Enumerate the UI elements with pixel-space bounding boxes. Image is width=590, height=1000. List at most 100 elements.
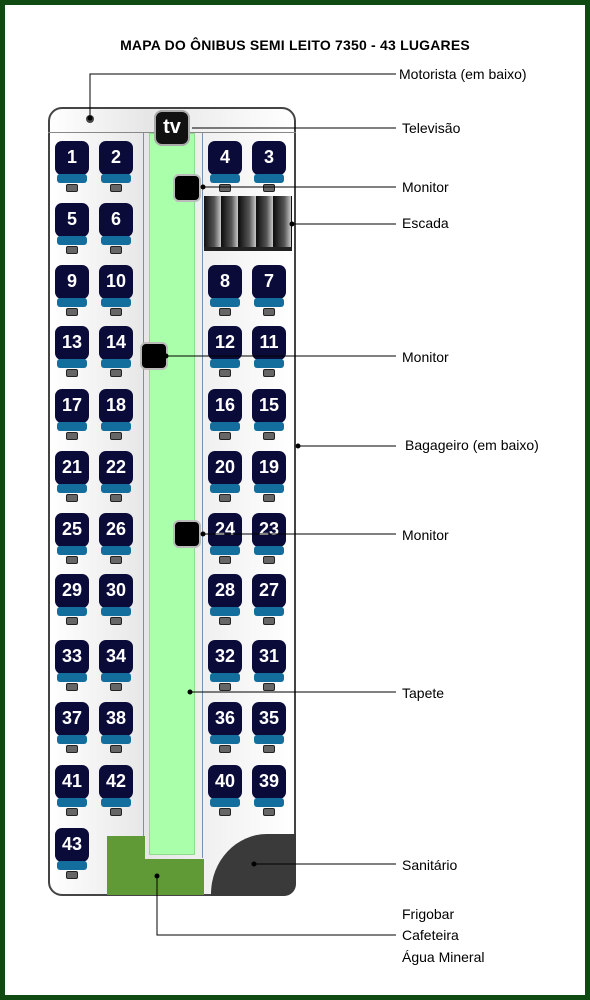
seat[interactable]: 24	[208, 513, 242, 565]
callout-dot-sanitario	[251, 861, 257, 867]
seat-footrest	[219, 556, 231, 564]
seat-cushion	[254, 174, 284, 183]
page-title: MAPA DO ÔNIBUS SEMI LEITO 7350 - 43 LUGA…	[120, 37, 470, 53]
seat[interactable]: 31	[252, 640, 286, 692]
seat-cushion	[101, 422, 131, 431]
seat[interactable]: 39	[252, 765, 286, 817]
kitchen-area	[107, 836, 204, 895]
stair-step	[239, 196, 257, 247]
seat[interactable]: 21	[55, 451, 89, 503]
aisle-left-edge	[143, 133, 144, 858]
seat[interactable]: 27	[252, 574, 286, 626]
seat[interactable]: 38	[99, 702, 133, 754]
aisle-carpet	[149, 133, 195, 855]
seat-cushion	[210, 546, 240, 555]
seat-footrest	[110, 369, 122, 377]
seat[interactable]: 12	[208, 326, 242, 378]
seat[interactable]: 15	[252, 389, 286, 441]
seat[interactable]: 17	[55, 389, 89, 441]
seat-cushion	[101, 174, 131, 183]
seat[interactable]: 7	[252, 265, 286, 317]
seat-number: 15	[252, 389, 286, 423]
seat-footrest	[66, 745, 78, 753]
callout-dot-monitor-1	[200, 184, 206, 190]
seat-number: 39	[252, 765, 286, 799]
seat-footrest	[110, 246, 122, 254]
label-bagageiro: Bagageiro (em baixo)	[405, 437, 539, 453]
seat[interactable]: 18	[99, 389, 133, 441]
seat-number: 3	[252, 141, 286, 175]
stair-step	[256, 196, 275, 247]
label-sanitario: Sanitário	[402, 857, 458, 873]
seat[interactable]: 32	[208, 640, 242, 692]
seat[interactable]: 19	[252, 451, 286, 503]
seat[interactable]: 5	[55, 203, 89, 255]
seat-footrest	[263, 556, 275, 564]
seat-number: 13	[55, 326, 89, 360]
seat[interactable]: 29	[55, 574, 89, 626]
seat[interactable]: 40	[208, 765, 242, 817]
seat[interactable]: 34	[99, 640, 133, 692]
seat[interactable]: 9	[55, 265, 89, 317]
seat[interactable]: 25	[55, 513, 89, 565]
callout-line-motorista	[89, 73, 396, 118]
seat-cushion	[254, 798, 284, 807]
seat[interactable]: 20	[208, 451, 242, 503]
seat[interactable]: 13	[55, 326, 89, 378]
seat[interactable]: 28	[208, 574, 242, 626]
seat-footrest	[110, 683, 122, 691]
seat[interactable]: 4	[208, 141, 242, 193]
label-monitor-2: Monitor	[402, 349, 449, 365]
seat[interactable]: 6	[99, 203, 133, 255]
seat[interactable]: 10	[99, 265, 133, 317]
seat[interactable]: 43	[55, 828, 89, 880]
seat-footrest	[263, 808, 275, 816]
seat-footrest	[263, 617, 275, 625]
seat[interactable]: 41	[55, 765, 89, 817]
seat[interactable]: 2	[99, 141, 133, 193]
seat-footrest	[66, 617, 78, 625]
seat-cushion	[101, 607, 131, 616]
seat-footrest	[219, 683, 231, 691]
seat[interactable]: 3	[252, 141, 286, 193]
seat-cushion	[210, 673, 240, 682]
seat-cushion	[57, 735, 87, 744]
seat-number: 14	[99, 326, 133, 360]
seat[interactable]: 36	[208, 702, 242, 754]
seat[interactable]: 30	[99, 574, 133, 626]
seat[interactable]: 35	[252, 702, 286, 754]
seat-footrest	[263, 494, 275, 502]
seat-number: 11	[252, 326, 286, 360]
seat[interactable]: 22	[99, 451, 133, 503]
seat-cushion	[101, 484, 131, 493]
seat-cushion	[101, 546, 131, 555]
seat-footrest	[110, 308, 122, 316]
seat-footrest	[66, 246, 78, 254]
seat-footrest	[219, 184, 231, 192]
stair-step	[274, 196, 292, 247]
seat-cushion	[57, 673, 87, 682]
seat-cushion	[101, 735, 131, 744]
seat-footrest	[263, 683, 275, 691]
seat-footrest	[219, 494, 231, 502]
seat[interactable]: 8	[208, 265, 242, 317]
seat-footrest	[219, 745, 231, 753]
seat[interactable]: 37	[55, 702, 89, 754]
seat[interactable]: 26	[99, 513, 133, 565]
label-motorista: Motorista (em baixo)	[399, 66, 527, 82]
seat-number: 18	[99, 389, 133, 423]
seat[interactable]: 33	[55, 640, 89, 692]
label-agua-mineral: Água Mineral	[402, 949, 485, 965]
seat-cushion	[254, 484, 284, 493]
seat[interactable]: 42	[99, 765, 133, 817]
seat[interactable]: 1	[55, 141, 89, 193]
seat[interactable]: 14	[99, 326, 133, 378]
seat[interactable]: 11	[252, 326, 286, 378]
seat-cushion	[210, 174, 240, 183]
seat[interactable]: 16	[208, 389, 242, 441]
seat-number: 9	[55, 265, 89, 299]
label-frigobar: Frigobar	[402, 906, 455, 922]
seat-cushion	[57, 422, 87, 431]
seat-footrest	[110, 184, 122, 192]
